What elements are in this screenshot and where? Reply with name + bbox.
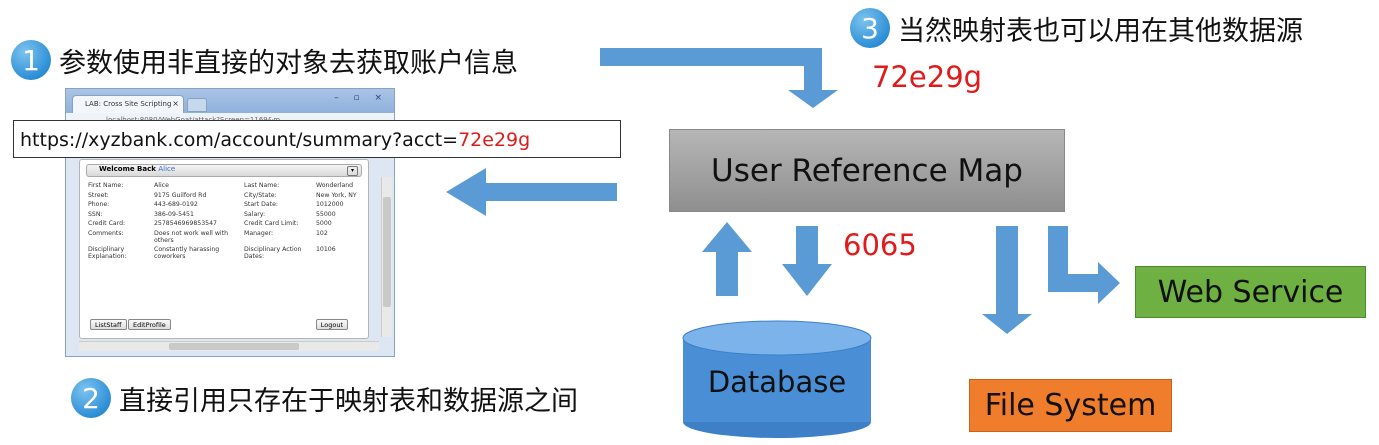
profile-cell: Salary: [244,210,266,218]
step-3-number: 3 [850,8,890,48]
vertical-scrollbar[interactable] [381,177,392,337]
welcome-user: Alice [158,165,176,173]
profile-cell: 102 [316,229,328,237]
logout-button[interactable]: Logout [315,319,348,330]
profile-cell: 9175 Guilford Rd [154,191,207,199]
arrow-to-web [1048,226,1120,304]
profile-cell: 10106 [316,246,336,253]
file-system-box: File System [969,379,1172,432]
url-ref: 72e29g [458,129,531,151]
profile-cell: 2578546969853547 [154,220,217,227]
chevron-down-icon[interactable]: ▾ [347,166,358,176]
profile-cell: Credit Card: [88,220,126,227]
profile-cell: 386-09-5451 [154,210,194,218]
database-label: Database [707,365,847,399]
profile-row: Disciplinary Explanation: Constantly hara… [88,246,360,260]
new-tab-button[interactable] [187,98,207,112]
profile-cell: SSN: [88,210,103,218]
browser-tabbar: LAB: Cross Site Scripting × – ▫ × [66,89,394,113]
arrow-to-map [600,48,838,108]
profile-row: SSN: 386-09-5451 Salary: 55000 [88,211,360,218]
arrow-map-to-db [782,226,832,296]
profile-row: First Name: Alice Last Name: Wonderland [88,182,360,189]
profile-row: Comments: Does not work well with others M… [88,230,360,244]
welcome-text: Welcome Back [99,165,156,173]
window-controls-icon[interactable]: – ▫ × [334,93,388,103]
step-2-text: 直接引用只存在于映射表和数据源之间 [119,385,578,417]
profile-cell: 55000 [316,210,336,218]
step-1-number: 1 [11,40,51,80]
edit-profile-button[interactable]: EditProfile [128,319,171,330]
profile-cell: Street: [88,191,109,199]
ref-value-top: 72e29g [872,60,983,94]
web-service-box: Web Service [1135,266,1366,318]
step-1-text: 参数使用非直接的对象去获取账户信息 [59,47,518,79]
profile-cell: Manager: [244,229,274,237]
arrow-to-browser [446,168,617,216]
step-3-text: 当然映射表也可以用在其他数据源 [898,15,1303,47]
profile-cell: Start Date: [244,201,278,208]
close-icon[interactable]: × [172,99,179,108]
step-2: 2 直接引用只存在于映射表和数据源之间 [71,378,578,418]
user-reference-map-box: User Reference Map [669,129,1065,212]
database-cylinder [682,320,872,438]
profile-row: Credit Card: 2578546969853547 Credit Card … [88,220,360,227]
profile-cell: 443-689-0192 [154,201,198,208]
step-1: 1 参数使用非直接的对象去获取账户信息 [11,40,518,80]
profile-cell: Comments: [88,229,124,237]
profile-cell: Disciplinary Explanation: [88,246,127,260]
profile-cell: Last Name: [244,182,280,189]
list-staff-button[interactable]: ListStaff [90,319,127,330]
profile-row: Street: 9175 Guilford Rd City/State: New Yo… [88,192,360,199]
profile-cell: Wonderland [316,182,354,189]
db-id-value: 6065 [843,228,917,262]
welcome-bar: Welcome Back Alice ▾ [86,164,362,177]
profile-cell: 1012000 [316,201,344,208]
arrow-db-to-map [702,222,752,296]
url-prefix: https://xyzbank.com/account/summary?acct… [20,129,459,151]
profile-cell: Does not work well with others [154,229,228,244]
step-3: 3 当然映射表也可以用在其他数据源 [850,8,1303,48]
profile-cell: 5000 [316,220,332,227]
profile-cell: First Name: [88,182,124,189]
step-2-number: 2 [71,378,111,418]
arrow-to-file [982,226,1032,334]
url-box: https://xyzbank.com/account/summary?acct… [13,120,621,158]
horizontal-scrollbar[interactable] [79,341,379,351]
profile-cell: Credit Card Limit: [244,220,299,227]
browser-tab-title: LAB: Cross Site Scripting [85,100,172,108]
profile-cell: Phone: [88,201,110,208]
browser-tab[interactable]: LAB: Cross Site Scripting × [72,95,184,113]
profile-cell: Alice [154,182,169,189]
profile-cell: Constantly harassing coworkers [154,246,220,260]
profile-cell: City/State: [244,191,277,199]
profile-cell: Disciplinary Action Dates: [244,246,302,260]
profile-cell: New York, NY [316,191,357,199]
profile-row: Phone: 443-689-0192 Start Date: 1012000 [88,201,360,208]
